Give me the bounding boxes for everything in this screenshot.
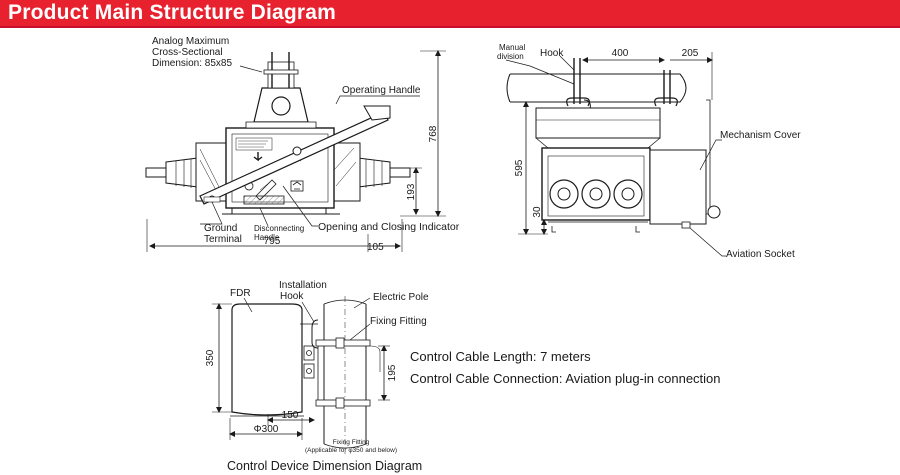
dim-side-top-right: 205 [682, 48, 699, 59]
hook-left-icon [566, 58, 591, 111]
aviation-socket-icon [707, 205, 721, 219]
left-bushing [145, 142, 227, 202]
fdr-leaders [243, 297, 371, 341]
label-ground-terminal-2: Terminal [204, 234, 242, 245]
mechanism-cover [649, 149, 707, 225]
header-rule [0, 26, 900, 28]
label-installation-hook-1: Installation [279, 280, 327, 291]
fitting-note-2: (Applicable for φ350 and below) [305, 447, 397, 454]
label-disconnecting-handle-2: Handle [254, 233, 280, 242]
label-hook: Hook [540, 48, 564, 59]
main-view-dimensions [146, 50, 446, 252]
fixing-fitting [311, 319, 381, 409]
dim-main-lower: 193 [406, 183, 417, 200]
note-cable-length: Control Cable Length: 7 meters [410, 349, 591, 364]
fdr-dimensions [212, 303, 390, 440]
label-cross-section-2: Cross-Sectional [152, 47, 223, 58]
label-fdr: FDR [230, 288, 251, 299]
label-indicator: Opening and Closing Indicator [318, 221, 460, 233]
note-cable-connection: Control Cable Connection: Aviation plug-… [410, 371, 721, 386]
main-view-leaders [200, 65, 420, 227]
fitting-note-1: Fixing Fitting [333, 439, 370, 446]
label-disconnecting-handle-1: Disconnecting [254, 224, 304, 233]
label-mechanism-cover: Mechanism Cover [720, 130, 801, 141]
dim-main-offset: 105 [367, 242, 384, 253]
label-manual-division-2: division [497, 52, 524, 61]
label-aviation-socket: Aviation Socket [726, 249, 795, 260]
dim-fdr-height: 350 [205, 349, 216, 366]
side-view-dimensions [518, 52, 713, 235]
label-cross-section-3: Dimension: 85x85 [152, 58, 232, 69]
dim-fdr-half: 150 [282, 410, 299, 421]
label-installation-hook-2: Hook [280, 291, 304, 302]
side-view-leaders [505, 55, 726, 257]
label-cross-section-1: Analog Maximum [152, 36, 229, 47]
dim-main-height: 768 [428, 125, 439, 142]
label-operating-handle: Operating Handle [342, 85, 421, 96]
right-bushing [329, 142, 411, 202]
dim-side-height: 595 [514, 159, 525, 176]
switch-front-view [145, 52, 411, 215]
label-ground-terminal-1: Ground [204, 223, 237, 234]
dim-main-width: 795 [264, 236, 281, 247]
fdr-control-box [230, 303, 318, 417]
label-manual-division-1: Manual [499, 43, 525, 52]
page-title: Product Main Structure Diagram [8, 1, 337, 24]
dim-fdr-mount: 195 [387, 364, 398, 381]
dim-side-base: 30 [532, 206, 543, 218]
diagram-caption: Control Device Dimension Diagram [227, 459, 423, 473]
electric-pole [323, 296, 367, 454]
hook-right-icon [654, 70, 678, 107]
operating-handle-bar [199, 111, 389, 205]
dim-side-top-left: 400 [612, 48, 629, 59]
label-fixing-fitting: Fixing Fitting [370, 316, 427, 327]
indicator-window-icon [290, 180, 304, 192]
dim-fdr-diameter: Φ300 [254, 424, 279, 435]
close-arrow-icon [253, 152, 263, 162]
switch-side-view [506, 58, 721, 233]
header-banner: Product Main Structure Diagram [0, 0, 900, 26]
label-electric-pole: Electric Pole [373, 292, 429, 303]
